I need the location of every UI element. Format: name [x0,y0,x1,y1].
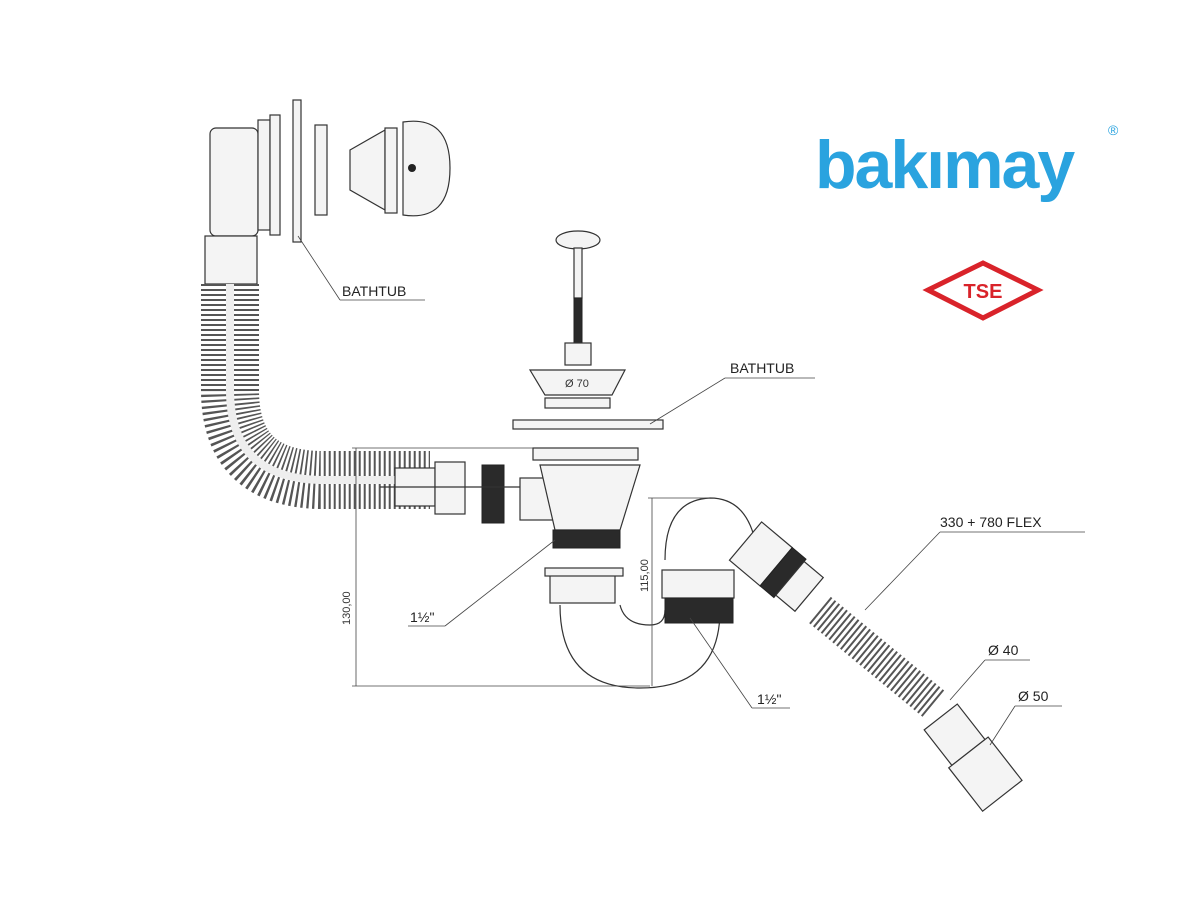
outlet-diameter-50-label: Ø 50 [1018,688,1049,704]
total-height-value: 130,00 [341,591,353,625]
dimension-total-height: 130,00 [341,447,650,687]
outlet-labels: 330 + 780 FLEX Ø 40 Ø 50 [864,514,1085,746]
dimension-trap-height: 115,00 [639,497,710,686]
drain-body [532,447,641,604]
trap-height-value: 115,00 [639,559,651,592]
overflow-flex-hose [201,284,430,509]
bakimay-logo: bakımay ® [815,122,1119,203]
bathtub-overflow-label: BATHTUB [342,283,406,299]
bathtub-drain-label: BATHTUB [730,360,794,376]
outlet-diameter-40-label: Ø 40 [988,642,1019,658]
drain-plug-assembly: Ø 70 BATHTUB [512,230,815,430]
tse-text: TSE [964,281,1003,303]
thread-right-label: 1½" [757,691,781,707]
thread-labels: 1½" 1½" [408,539,790,709]
flex-length-label: 330 + 780 FLEX [940,514,1042,530]
outlet-flex-hose [809,596,1023,813]
s-trap [559,497,825,689]
tse-certification-mark: TSE [922,260,1044,321]
plug-diameter-label: Ø 70 [565,378,589,390]
registered-mark: ® [1108,122,1119,138]
overflow-assembly: BATHTUB [204,99,451,301]
brand-name: bakımay [815,127,1075,203]
thread-left-label: 1½" [410,609,434,625]
